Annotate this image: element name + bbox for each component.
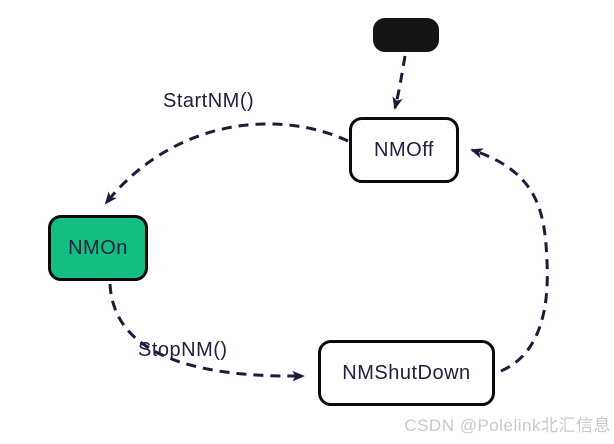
initial-state-node [373, 18, 439, 52]
state-node-nmoff: NMOff [349, 117, 459, 183]
state-node-nmon: NMOn [48, 215, 148, 281]
state-label-nmshutdown: NMShutDown [342, 361, 471, 384]
transition-arrow-nmon-to-nmshutdown [108, 283, 305, 382]
transition-arrow-initial-to-nmoff [392, 55, 407, 110]
state-label-nmon: NMOn [68, 236, 128, 259]
transition-label-startnm: StartNM() [163, 90, 255, 112]
transition-label-stopnm: StopNM() [138, 339, 228, 361]
state-node-nmshutdown: NMShutDown [318, 340, 495, 406]
transition-arrow-nmshutdown-to-nmoff [470, 148, 549, 373]
watermark: CSDN @Polelink北汇信息 [404, 416, 611, 435]
transition-arrow-nmoff-to-nmon [104, 122, 349, 205]
state-label-nmoff: NMOff [374, 138, 434, 161]
